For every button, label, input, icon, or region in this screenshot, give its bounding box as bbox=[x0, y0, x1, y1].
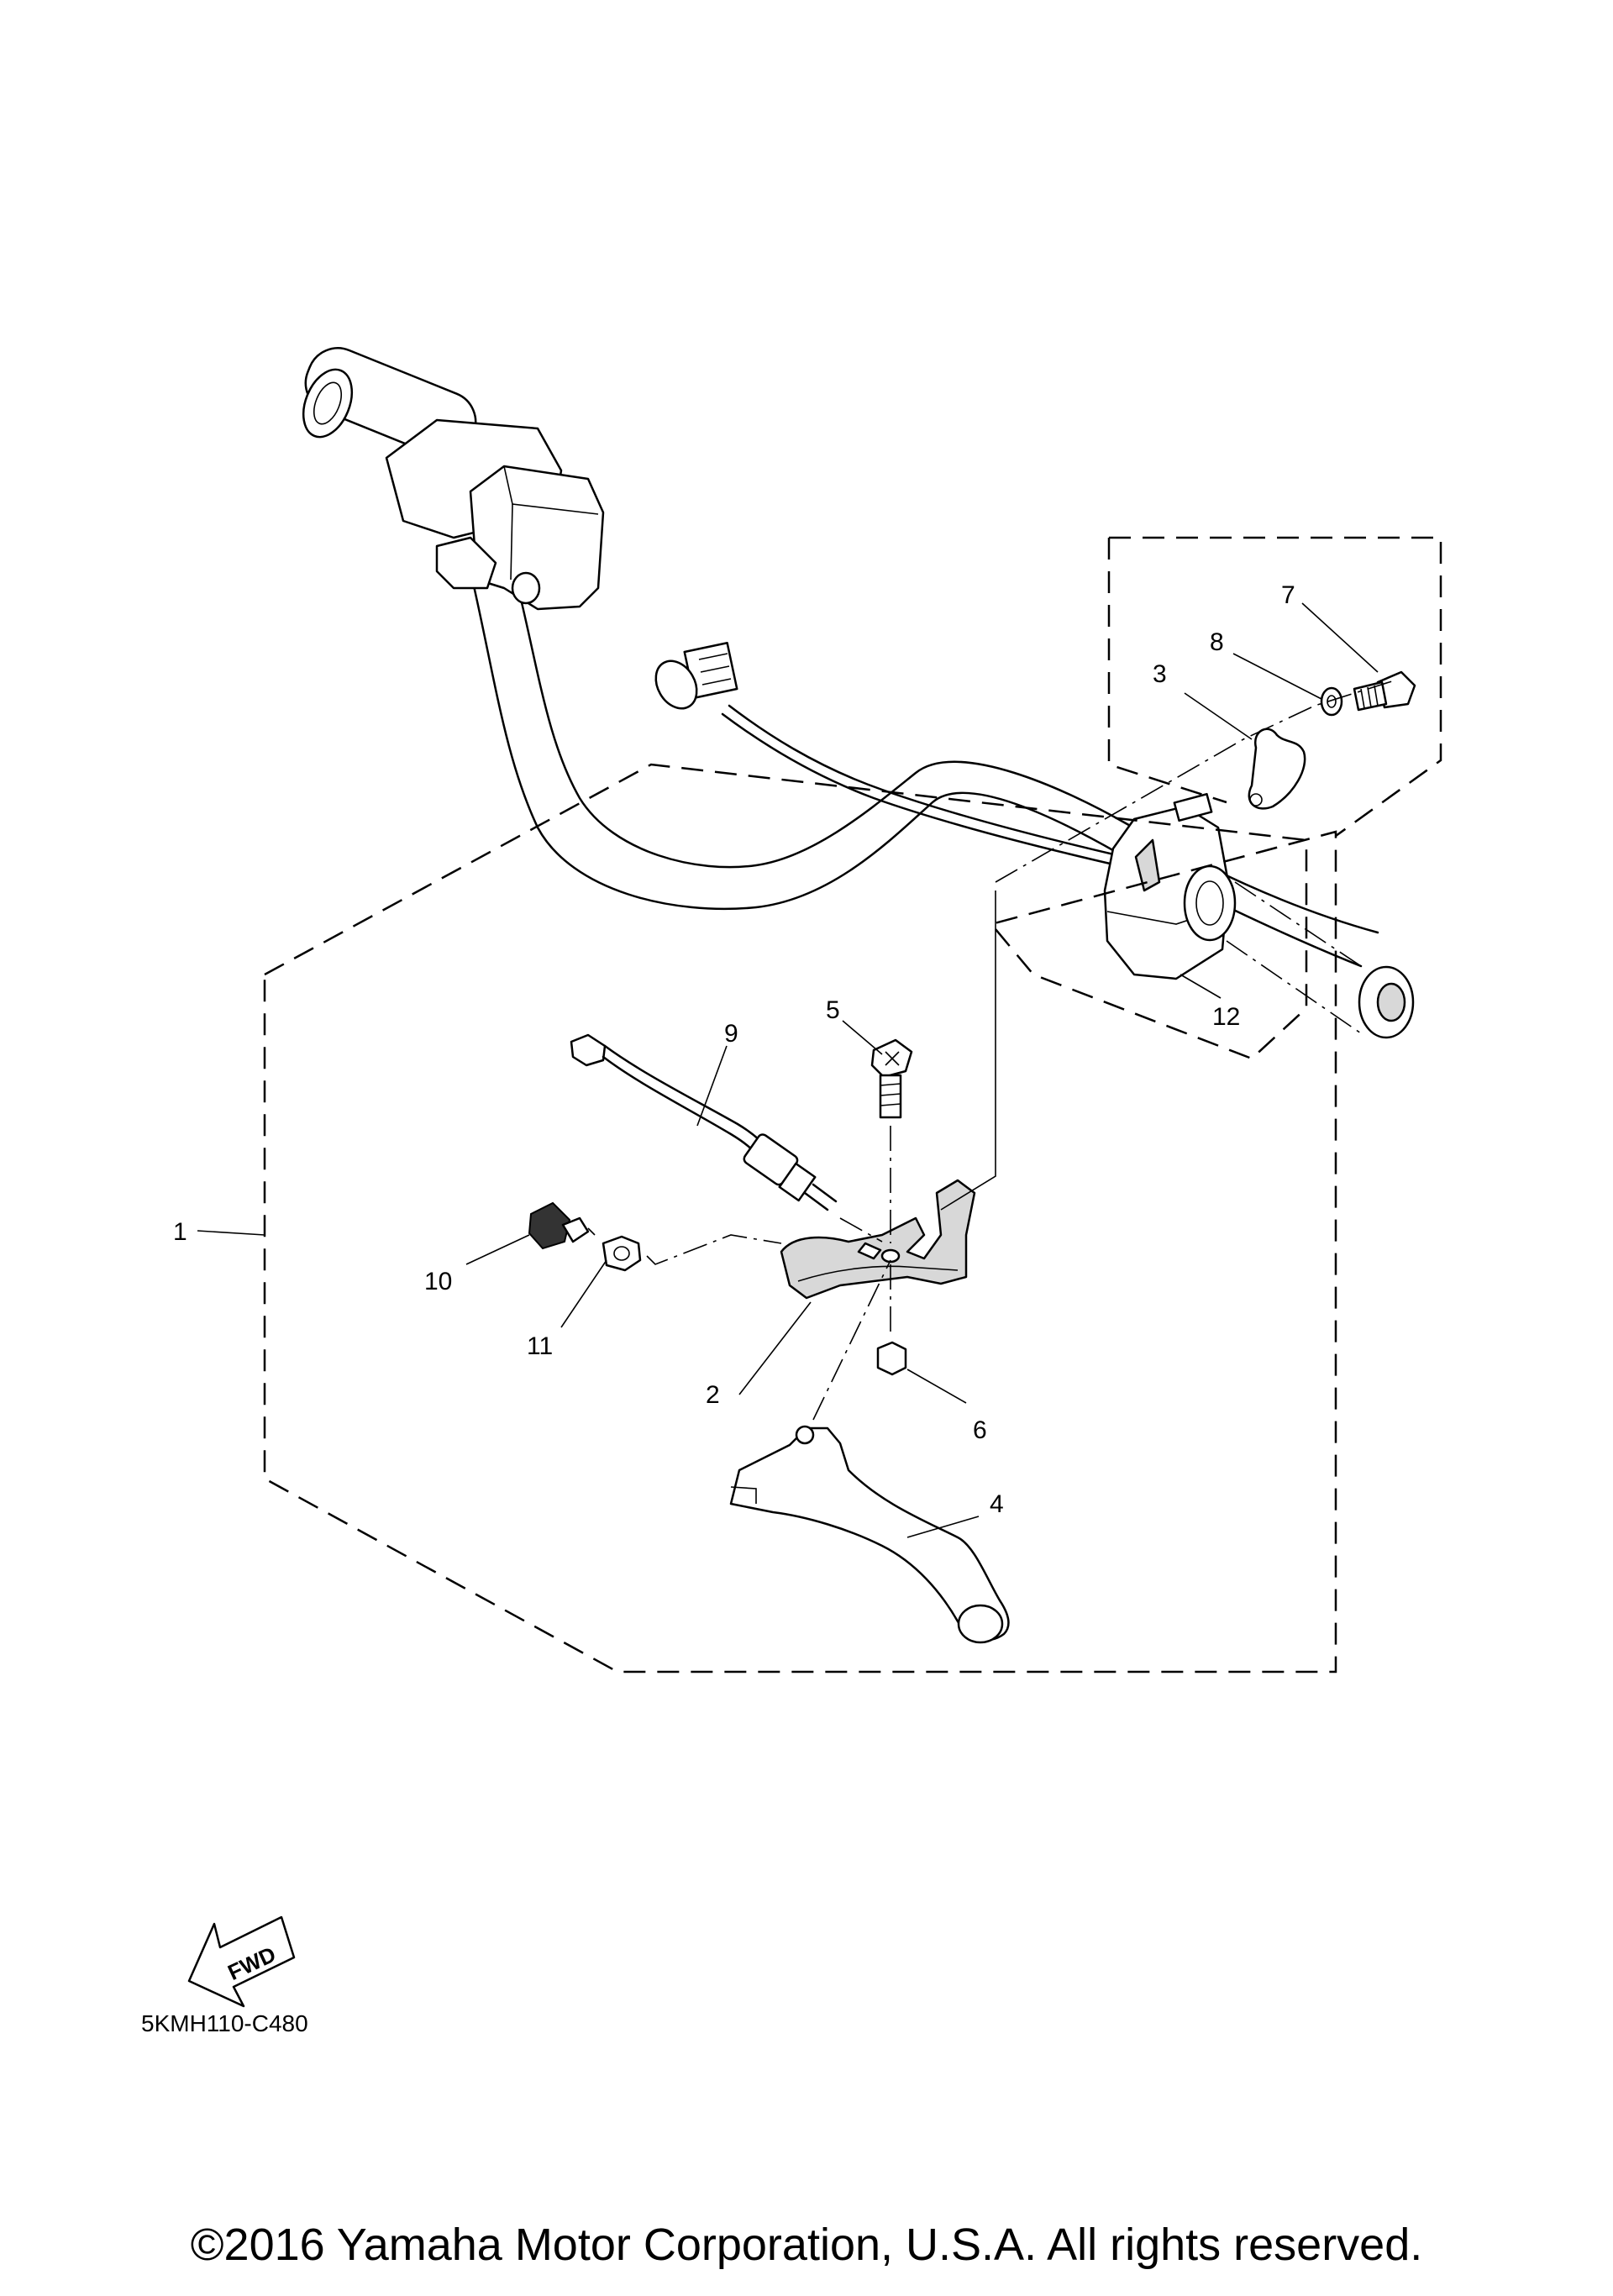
leader-lines bbox=[197, 602, 1379, 1538]
wiring-harness bbox=[654, 641, 1119, 867]
washer-part-8 bbox=[1320, 686, 1343, 717]
handlebar bbox=[469, 570, 1379, 968]
clutch-lever-part-4 bbox=[729, 1259, 1010, 1644]
right-switch-part-12 bbox=[1103, 792, 1237, 980]
callout-9: 9 bbox=[724, 1020, 738, 1048]
right-grip-end bbox=[1226, 881, 1415, 1039]
reference-line bbox=[940, 891, 996, 1211]
callout-3: 3 bbox=[1153, 660, 1167, 688]
copyright-notice: ©2016 Yamaha Motor Corporation, U.S.A. A… bbox=[191, 2220, 1423, 2270]
nut-part-6 bbox=[876, 1264, 907, 1376]
callout-2: 2 bbox=[706, 1381, 720, 1409]
callout-10: 10 bbox=[424, 1268, 452, 1295]
callout-1: 1 bbox=[173, 1218, 187, 1246]
screw-part-5 bbox=[870, 1038, 913, 1243]
locknut-part-11 bbox=[602, 1234, 782, 1272]
diagram-code: 5KMH110-C480 bbox=[141, 2010, 308, 2036]
callout-4: 4 bbox=[990, 1490, 1004, 1518]
screw-part-7 bbox=[1353, 670, 1416, 712]
fwd-arrow-icon: FWD bbox=[187, 1915, 296, 2008]
assembly-outline-inner bbox=[1107, 536, 1442, 838]
callout-11: 11 bbox=[527, 1332, 553, 1360]
callout-6: 6 bbox=[973, 1416, 987, 1444]
assembly-outline-1 bbox=[263, 763, 1337, 1673]
adjuster-part-10 bbox=[528, 1201, 596, 1250]
callout-8: 8 bbox=[1210, 628, 1224, 656]
callout-7: 7 bbox=[1281, 581, 1295, 609]
centerline-clamp-screw bbox=[995, 680, 1395, 883]
callout-12: 12 bbox=[1212, 1003, 1240, 1031]
left-switch-assembly bbox=[302, 347, 605, 611]
callout-5: 5 bbox=[826, 996, 840, 1024]
clutch-switch-part-9 bbox=[570, 1033, 883, 1243]
clamp-part-3 bbox=[1248, 728, 1306, 810]
